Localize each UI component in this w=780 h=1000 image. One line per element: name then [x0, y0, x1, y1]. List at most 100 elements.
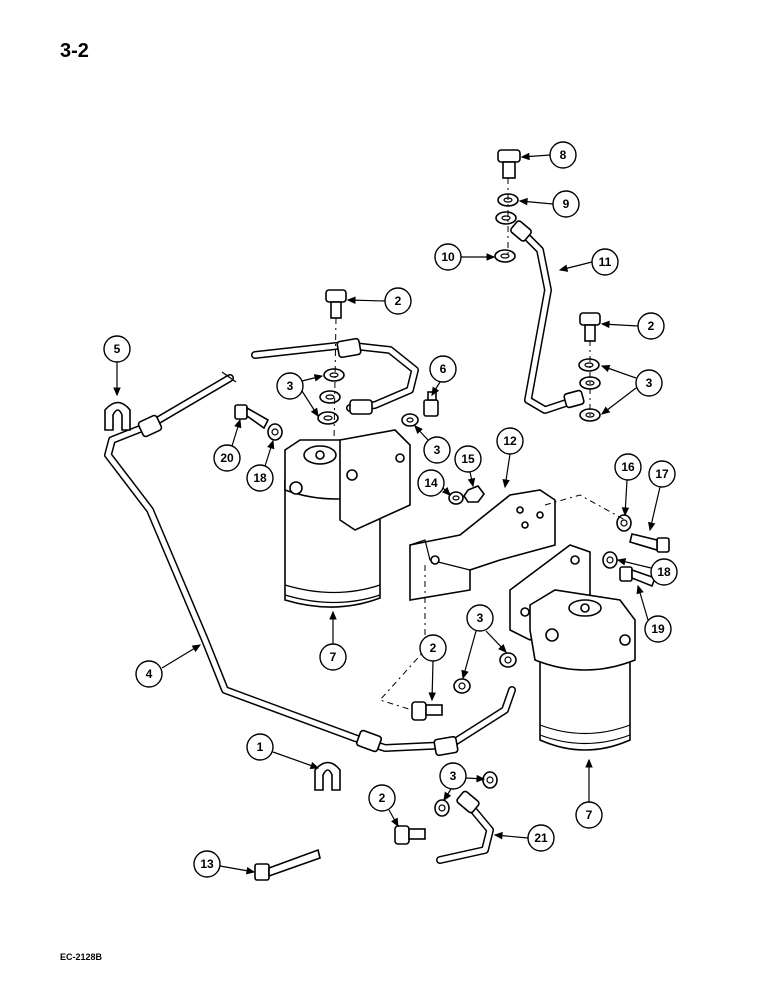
callout-4: 4 [135, 644, 202, 688]
callout-2: 2 [346, 287, 412, 315]
callout-13: 13 [193, 850, 256, 878]
callout-arrowhead [442, 487, 451, 496]
callout-arrowhead [391, 817, 399, 828]
callout-arrowhead [476, 774, 486, 783]
callout-leader [462, 630, 477, 679]
nut-15 [463, 485, 485, 503]
callout-circle [439, 762, 467, 790]
callout-label: 13 [200, 857, 214, 871]
callout-label: 9 [563, 197, 570, 211]
callout-arrowhead [486, 253, 496, 261]
callout-9: 9 [518, 190, 580, 218]
callout-label: 1 [257, 740, 264, 754]
pipe-clip-5 [104, 401, 131, 431]
callout-2: 2 [419, 634, 447, 702]
callout-3: 3 [414, 425, 451, 464]
bolt-17 [629, 533, 670, 553]
callout-circle [103, 335, 131, 363]
callout-8: 8 [520, 141, 577, 169]
fuel-pipe-21 [436, 790, 494, 864]
callout-label: 14 [424, 476, 438, 490]
callout-arrowhead [467, 477, 476, 488]
callout-arrowhead [461, 669, 469, 680]
callout-21: 21 [493, 824, 555, 852]
callout-label: 2 [430, 641, 437, 655]
callout-10: 10 [434, 243, 496, 271]
callout-circle [276, 372, 304, 400]
callout-arrowhead [585, 758, 593, 768]
sealing-washers [267, 193, 632, 817]
callout-circle [434, 243, 462, 271]
callout-circle [591, 248, 619, 276]
callout-circle [614, 453, 642, 481]
callout-label: 20 [220, 451, 234, 465]
callout-arrowhead [414, 425, 423, 435]
callout-label: 3 [287, 379, 294, 393]
callout-7: 7 [575, 758, 603, 829]
banjo-bolt-2-bottom [394, 825, 426, 845]
banjo-bolt-8 [497, 149, 521, 179]
callout-circle [193, 850, 221, 878]
callout-arrowhead [443, 791, 452, 802]
callout-20: 20 [213, 418, 242, 472]
callout-label: 3 [646, 376, 653, 390]
callout-arrowhead [428, 692, 436, 702]
callout-label: 6 [440, 362, 447, 376]
callout-circle [552, 190, 580, 218]
callout-2: 2 [368, 784, 399, 828]
bolt-13 [254, 848, 321, 881]
callout-19: 19 [636, 584, 672, 643]
callout-arrowhead [600, 364, 611, 373]
alignment-lines [333, 178, 626, 711]
callout-arrowhead [636, 584, 644, 595]
callout-arrowhead [621, 507, 630, 517]
callout-circle [496, 427, 524, 455]
fuel-pipe-11 [510, 220, 585, 414]
callout-arrowhead [346, 296, 356, 304]
callout-label: 3 [450, 769, 457, 783]
callout-circle [549, 141, 577, 169]
callout-arrowhead [313, 374, 324, 382]
callout-arrowhead [648, 521, 656, 532]
callout-arrowhead [600, 320, 610, 329]
callout-circle [527, 824, 555, 852]
callout-3: 3 [600, 364, 663, 415]
callout-label: 11 [599, 255, 612, 269]
callout-arrowhead [113, 387, 121, 397]
fuel-pipe-upper [251, 337, 419, 415]
pipe-clip-1 [314, 761, 341, 791]
callout-arrowhead [502, 479, 510, 489]
mounting-bracket-12 [409, 489, 556, 601]
callout-arrowhead [191, 644, 202, 653]
callout-arrowhead [245, 866, 256, 875]
callout-2: 2 [600, 312, 665, 340]
callout-label: 3 [477, 611, 484, 625]
callout-5: 5 [103, 335, 131, 397]
callout-circle [423, 436, 451, 464]
callout-label: 18 [657, 565, 671, 579]
callout-circle [429, 355, 457, 383]
callout-circle [213, 444, 241, 472]
banjo-bolt-2-middle [411, 701, 443, 721]
callout-label: 8 [560, 148, 567, 162]
callout-3: 3 [276, 372, 324, 418]
callout-label: 16 [621, 460, 635, 474]
page-number: 3-2 [60, 40, 89, 62]
callout-17: 17 [648, 460, 676, 532]
callout-circle [466, 604, 494, 632]
banjo-bolt-2-right [579, 312, 601, 342]
callout-label: 10 [441, 250, 455, 264]
callout-circle [246, 733, 274, 761]
callout-circle [368, 784, 396, 812]
callout-circle [319, 643, 347, 671]
bolt-20 [234, 404, 270, 430]
figure-code: EC-2128B [60, 952, 103, 962]
callout-circle [575, 801, 603, 829]
callout-1: 1 [246, 733, 320, 770]
callout-3: 3 [461, 604, 507, 680]
callout-label: 15 [461, 452, 475, 466]
callout-arrowhead [267, 439, 275, 450]
callout-3: 3 [439, 762, 486, 802]
callout-label: 18 [253, 471, 267, 485]
